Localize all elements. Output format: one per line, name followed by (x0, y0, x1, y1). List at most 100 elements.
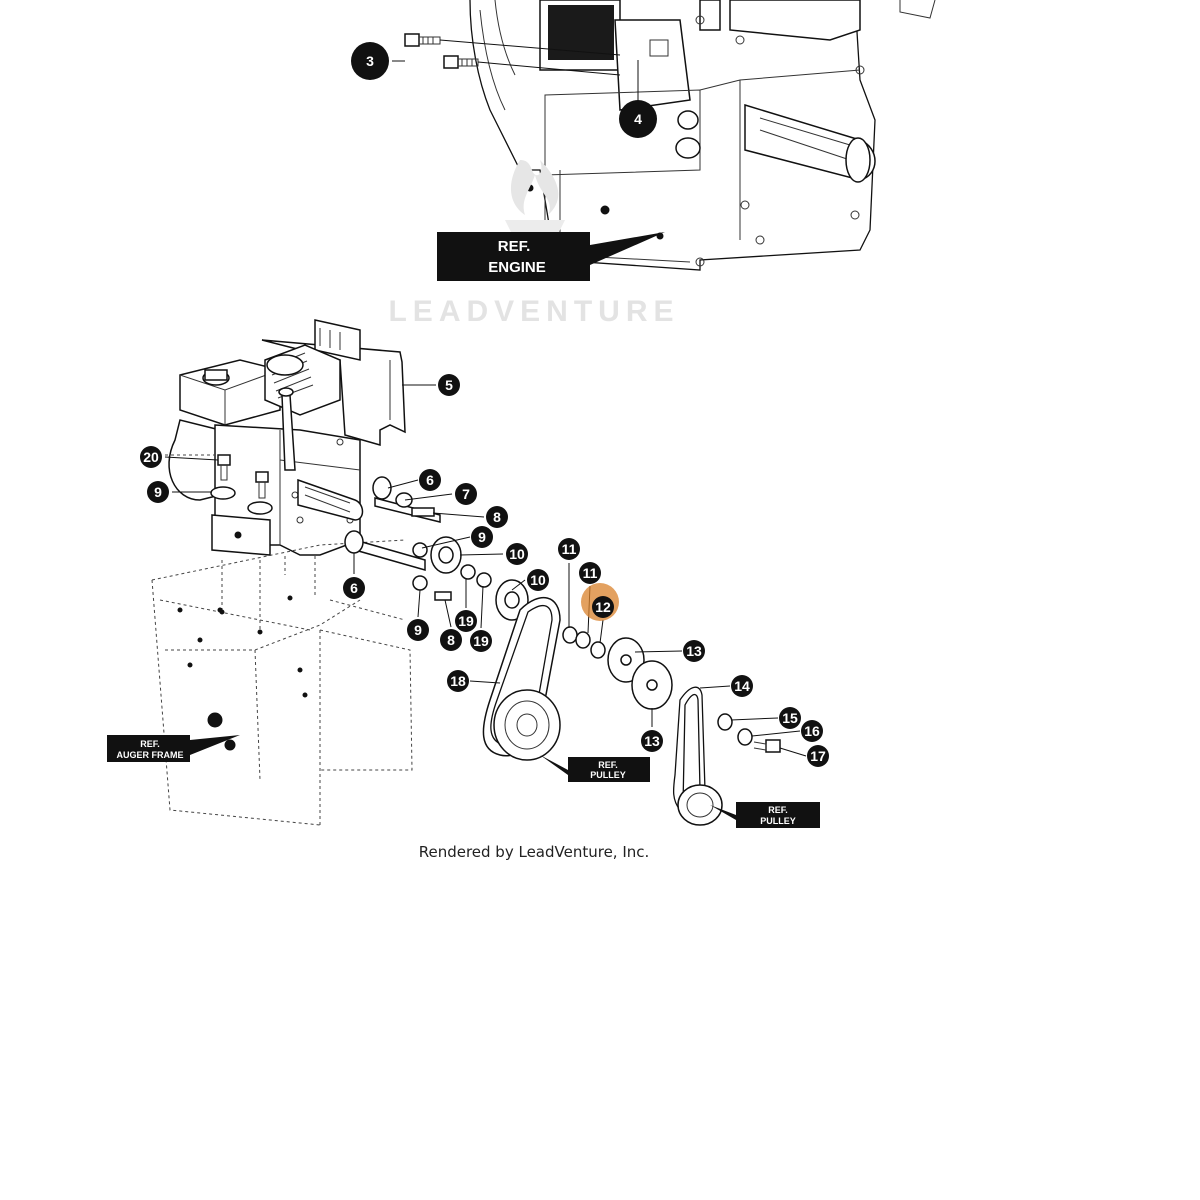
callout-number: 9 (478, 529, 486, 545)
drive-parts-drawing (344, 476, 781, 826)
callout-number: 14 (734, 678, 750, 694)
callout-9[interactable]: 9 (471, 526, 493, 548)
callout-number: 9 (414, 622, 422, 638)
bolt-icon (443, 55, 479, 69)
callout-bubble (486, 506, 508, 528)
callout-bubble (558, 538, 580, 560)
callout-11[interactable]: 11 (579, 562, 601, 584)
callout-number: 8 (447, 632, 455, 648)
callout-bubble (455, 610, 477, 632)
callout-3[interactable]: 3 (351, 42, 389, 80)
callout-9[interactable]: 9 (407, 619, 429, 641)
callout-12[interactable]: 12 (592, 596, 614, 618)
callout-11[interactable]: 11 (558, 538, 580, 560)
callout-number: 12 (595, 599, 611, 615)
callout-bubble (140, 446, 162, 468)
callout-10[interactable]: 10 (527, 569, 549, 591)
callout-8[interactable]: 8 (486, 506, 508, 528)
svg-text:REF.: REF. (598, 760, 618, 770)
callout-number: 4 (634, 111, 642, 127)
callout-bubble (527, 569, 549, 591)
callout-number: 13 (686, 643, 702, 659)
callout-7[interactable]: 7 (455, 483, 477, 505)
callout-15[interactable]: 15 (779, 707, 801, 729)
callout-6[interactable]: 6 (419, 469, 441, 491)
callout-bubble (455, 483, 477, 505)
svg-text:REF.: REF. (768, 805, 788, 815)
bolt-icon (404, 33, 441, 47)
svg-text:PULLEY: PULLEY (590, 770, 626, 780)
callout-number: 8 (493, 509, 501, 525)
callout-19[interactable]: 19 (455, 610, 477, 632)
callout-number: 15 (782, 710, 798, 726)
svg-text:AUGER FRAME: AUGER FRAME (117, 750, 184, 760)
callout-6[interactable]: 6 (343, 577, 365, 599)
callout-13[interactable]: 13 (683, 640, 705, 662)
callout-number: 9 (154, 484, 162, 500)
callout-9[interactable]: 9 (147, 481, 169, 503)
callout-number: 19 (458, 613, 474, 629)
callout-number: 16 (804, 723, 820, 739)
callout-number: 10 (509, 546, 525, 562)
callout-number: 17 (810, 748, 826, 764)
callout-bubble (440, 629, 462, 651)
engine-drawing (404, 0, 936, 271)
callout-10[interactable]: 10 (506, 543, 528, 565)
callout-bubble (471, 526, 493, 548)
watermark-text: LEADVENTURE (388, 295, 679, 328)
svg-text:ENGINE: ENGINE (488, 259, 546, 276)
callout-13[interactable]: 13 (641, 730, 663, 752)
callout-bubble (731, 675, 753, 697)
callout-4[interactable]: 4 (619, 100, 657, 138)
callout-number: 10 (530, 572, 546, 588)
callout-20[interactable]: 20 (140, 446, 162, 468)
callout-18[interactable]: 18 (447, 670, 469, 692)
callout-number: 7 (462, 486, 470, 502)
callout-bubble (579, 562, 601, 584)
callout-17[interactable]: 17 (807, 745, 829, 767)
callout-bubble (683, 640, 705, 662)
callout-bubble (779, 707, 801, 729)
leader-lines (164, 60, 807, 757)
lower-engine-drawing (165, 319, 406, 630)
callout-5[interactable]: 5 (438, 374, 460, 396)
callout-number: 13 (644, 733, 660, 749)
ref-engine-label: REF. ENGINE (437, 232, 665, 281)
svg-text:REF.: REF. (140, 739, 160, 749)
callout-bubble (147, 481, 169, 503)
callout-8[interactable]: 8 (440, 629, 462, 651)
callout-bubble (351, 42, 389, 80)
watermark-logo (505, 160, 565, 240)
callout-bubble (801, 720, 823, 742)
callout-number: 11 (583, 565, 598, 581)
credit-text: Rendered by LeadVenture, Inc. (419, 843, 650, 861)
callout-bubble (419, 469, 441, 491)
ref-pulley-label-1: REF. PULLEY (540, 755, 650, 782)
callout-bubble (506, 543, 528, 565)
callout-bubble (343, 577, 365, 599)
callout-bubble (592, 596, 614, 618)
callout-14[interactable]: 14 (731, 675, 753, 697)
svg-text:PULLEY: PULLEY (760, 816, 796, 826)
svg-text:REF.: REF. (498, 238, 531, 255)
auger-frame-drawing (151, 539, 413, 826)
callout-bubble (438, 374, 460, 396)
callout-bubble (619, 100, 657, 138)
callout-16[interactable]: 16 (801, 720, 823, 742)
ref-auger-frame-label: REF. AUGER FRAME (107, 735, 240, 762)
ref-pulley-label-2: REF. PULLEY (710, 802, 820, 828)
callout-bubble (470, 630, 492, 652)
callout-number: 20 (143, 449, 159, 465)
callout-number: 5 (445, 377, 453, 393)
callout-number: 11 (562, 541, 577, 557)
callout-bubble (407, 619, 429, 641)
callout-19[interactable]: 19 (470, 630, 492, 652)
callout-number: 6 (350, 580, 358, 596)
callout-bubble (807, 745, 829, 767)
callout-number: 6 (426, 472, 434, 488)
callout-bubble (447, 670, 469, 692)
callout-bubble (641, 730, 663, 752)
callout-number: 19 (473, 633, 489, 649)
